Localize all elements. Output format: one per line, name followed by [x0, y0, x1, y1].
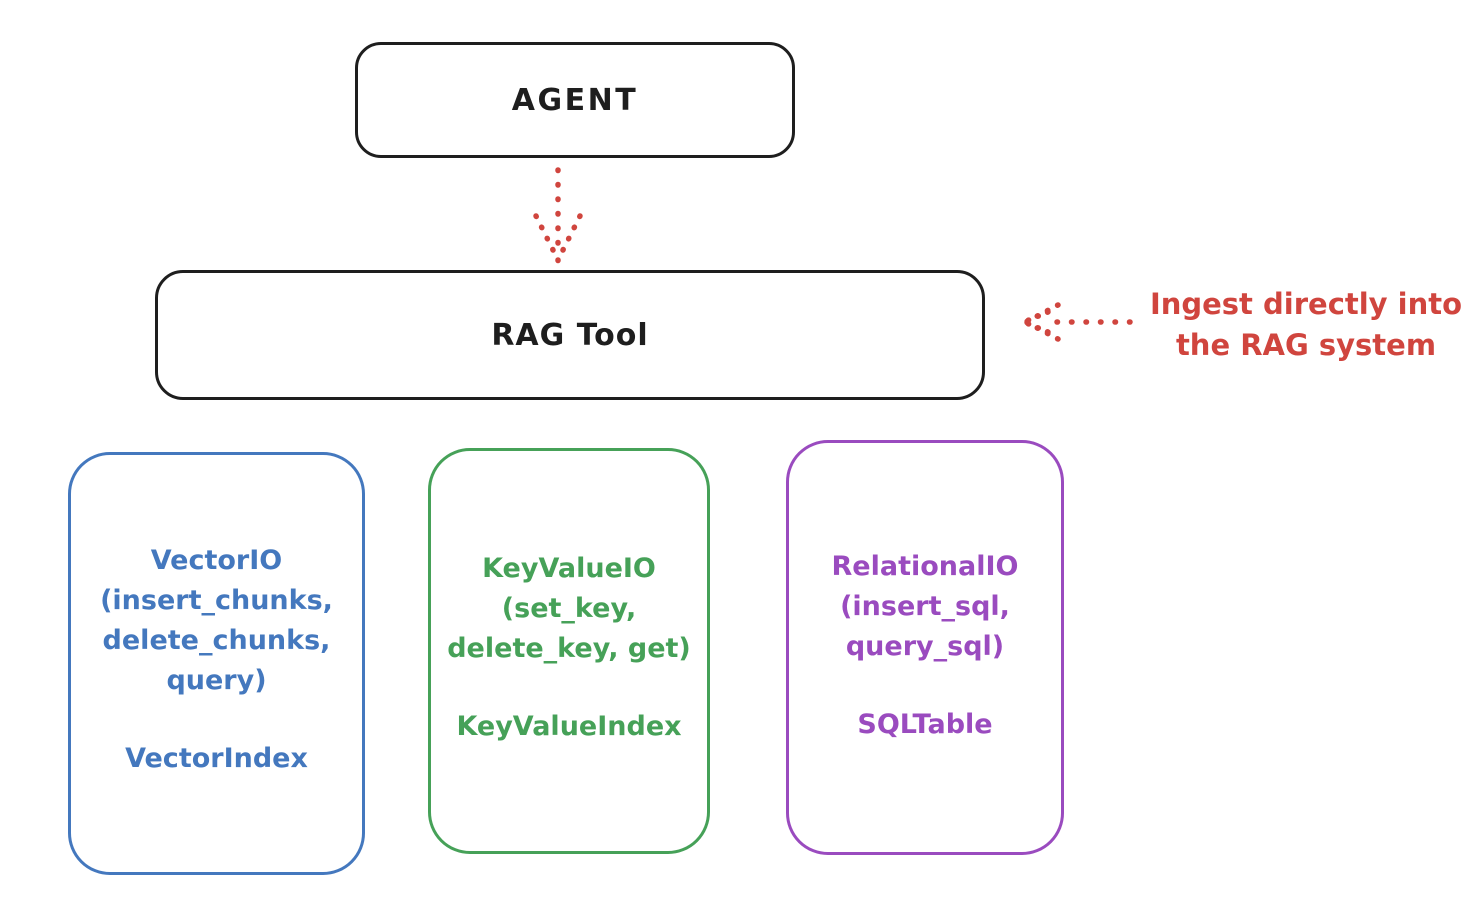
- keyvalueio-box: KeyValueIO (set_key, delete_key, get) Ke…: [428, 448, 710, 854]
- vectorio-index-label: VectorIndex: [125, 743, 308, 774]
- relationalio-box: RelationalIO (insert_sql, query_sql) SQL…: [786, 440, 1064, 855]
- vectorio-line: query): [166, 665, 267, 696]
- agent-to-ragtool-arrow-icon: [533, 167, 583, 264]
- annotation-line-2: the RAG system: [1175, 328, 1437, 362]
- relationalio-index-label: SQLTable: [857, 709, 993, 740]
- annotation-line-1: Ingest directly into: [1149, 287, 1463, 321]
- vectorio-line: (insert_chunks,: [100, 585, 333, 616]
- vectorio-box: VectorIO (insert_chunks, delete_chunks, …: [68, 452, 365, 875]
- keyvalueio-line: (set_key,: [501, 593, 637, 624]
- relationalio-line: (insert_sql,: [840, 591, 1010, 622]
- agent-box: AGENT: [355, 42, 795, 158]
- annotation-text: Ingest directly into the RAG system: [1128, 284, 1484, 366]
- keyvalueio-line: KeyValueIO: [482, 553, 656, 584]
- vectorio-line: VectorIO: [150, 545, 283, 576]
- annotation-arrow-icon: [1021, 302, 1133, 342]
- relationalio-text: RelationalIO (insert_sql, query_sql) SQL…: [789, 443, 1061, 745]
- relationalio-line: query_sql): [845, 631, 1005, 662]
- rag-tool-box: RAG Tool: [155, 270, 985, 400]
- agent-label: AGENT: [511, 82, 639, 118]
- relationalio-line: RelationalIO: [831, 551, 1019, 582]
- vectorio-text: VectorIO (insert_chunks, delete_chunks, …: [71, 455, 362, 779]
- vectorio-line: delete_chunks,: [102, 625, 331, 656]
- rag-tool-label: RAG Tool: [491, 317, 649, 353]
- keyvalueio-text: KeyValueIO (set_key, delete_key, get) Ke…: [431, 451, 707, 747]
- keyvalueio-line: delete_key, get): [447, 633, 691, 664]
- keyvalueio-index-label: KeyValueIndex: [456, 711, 682, 742]
